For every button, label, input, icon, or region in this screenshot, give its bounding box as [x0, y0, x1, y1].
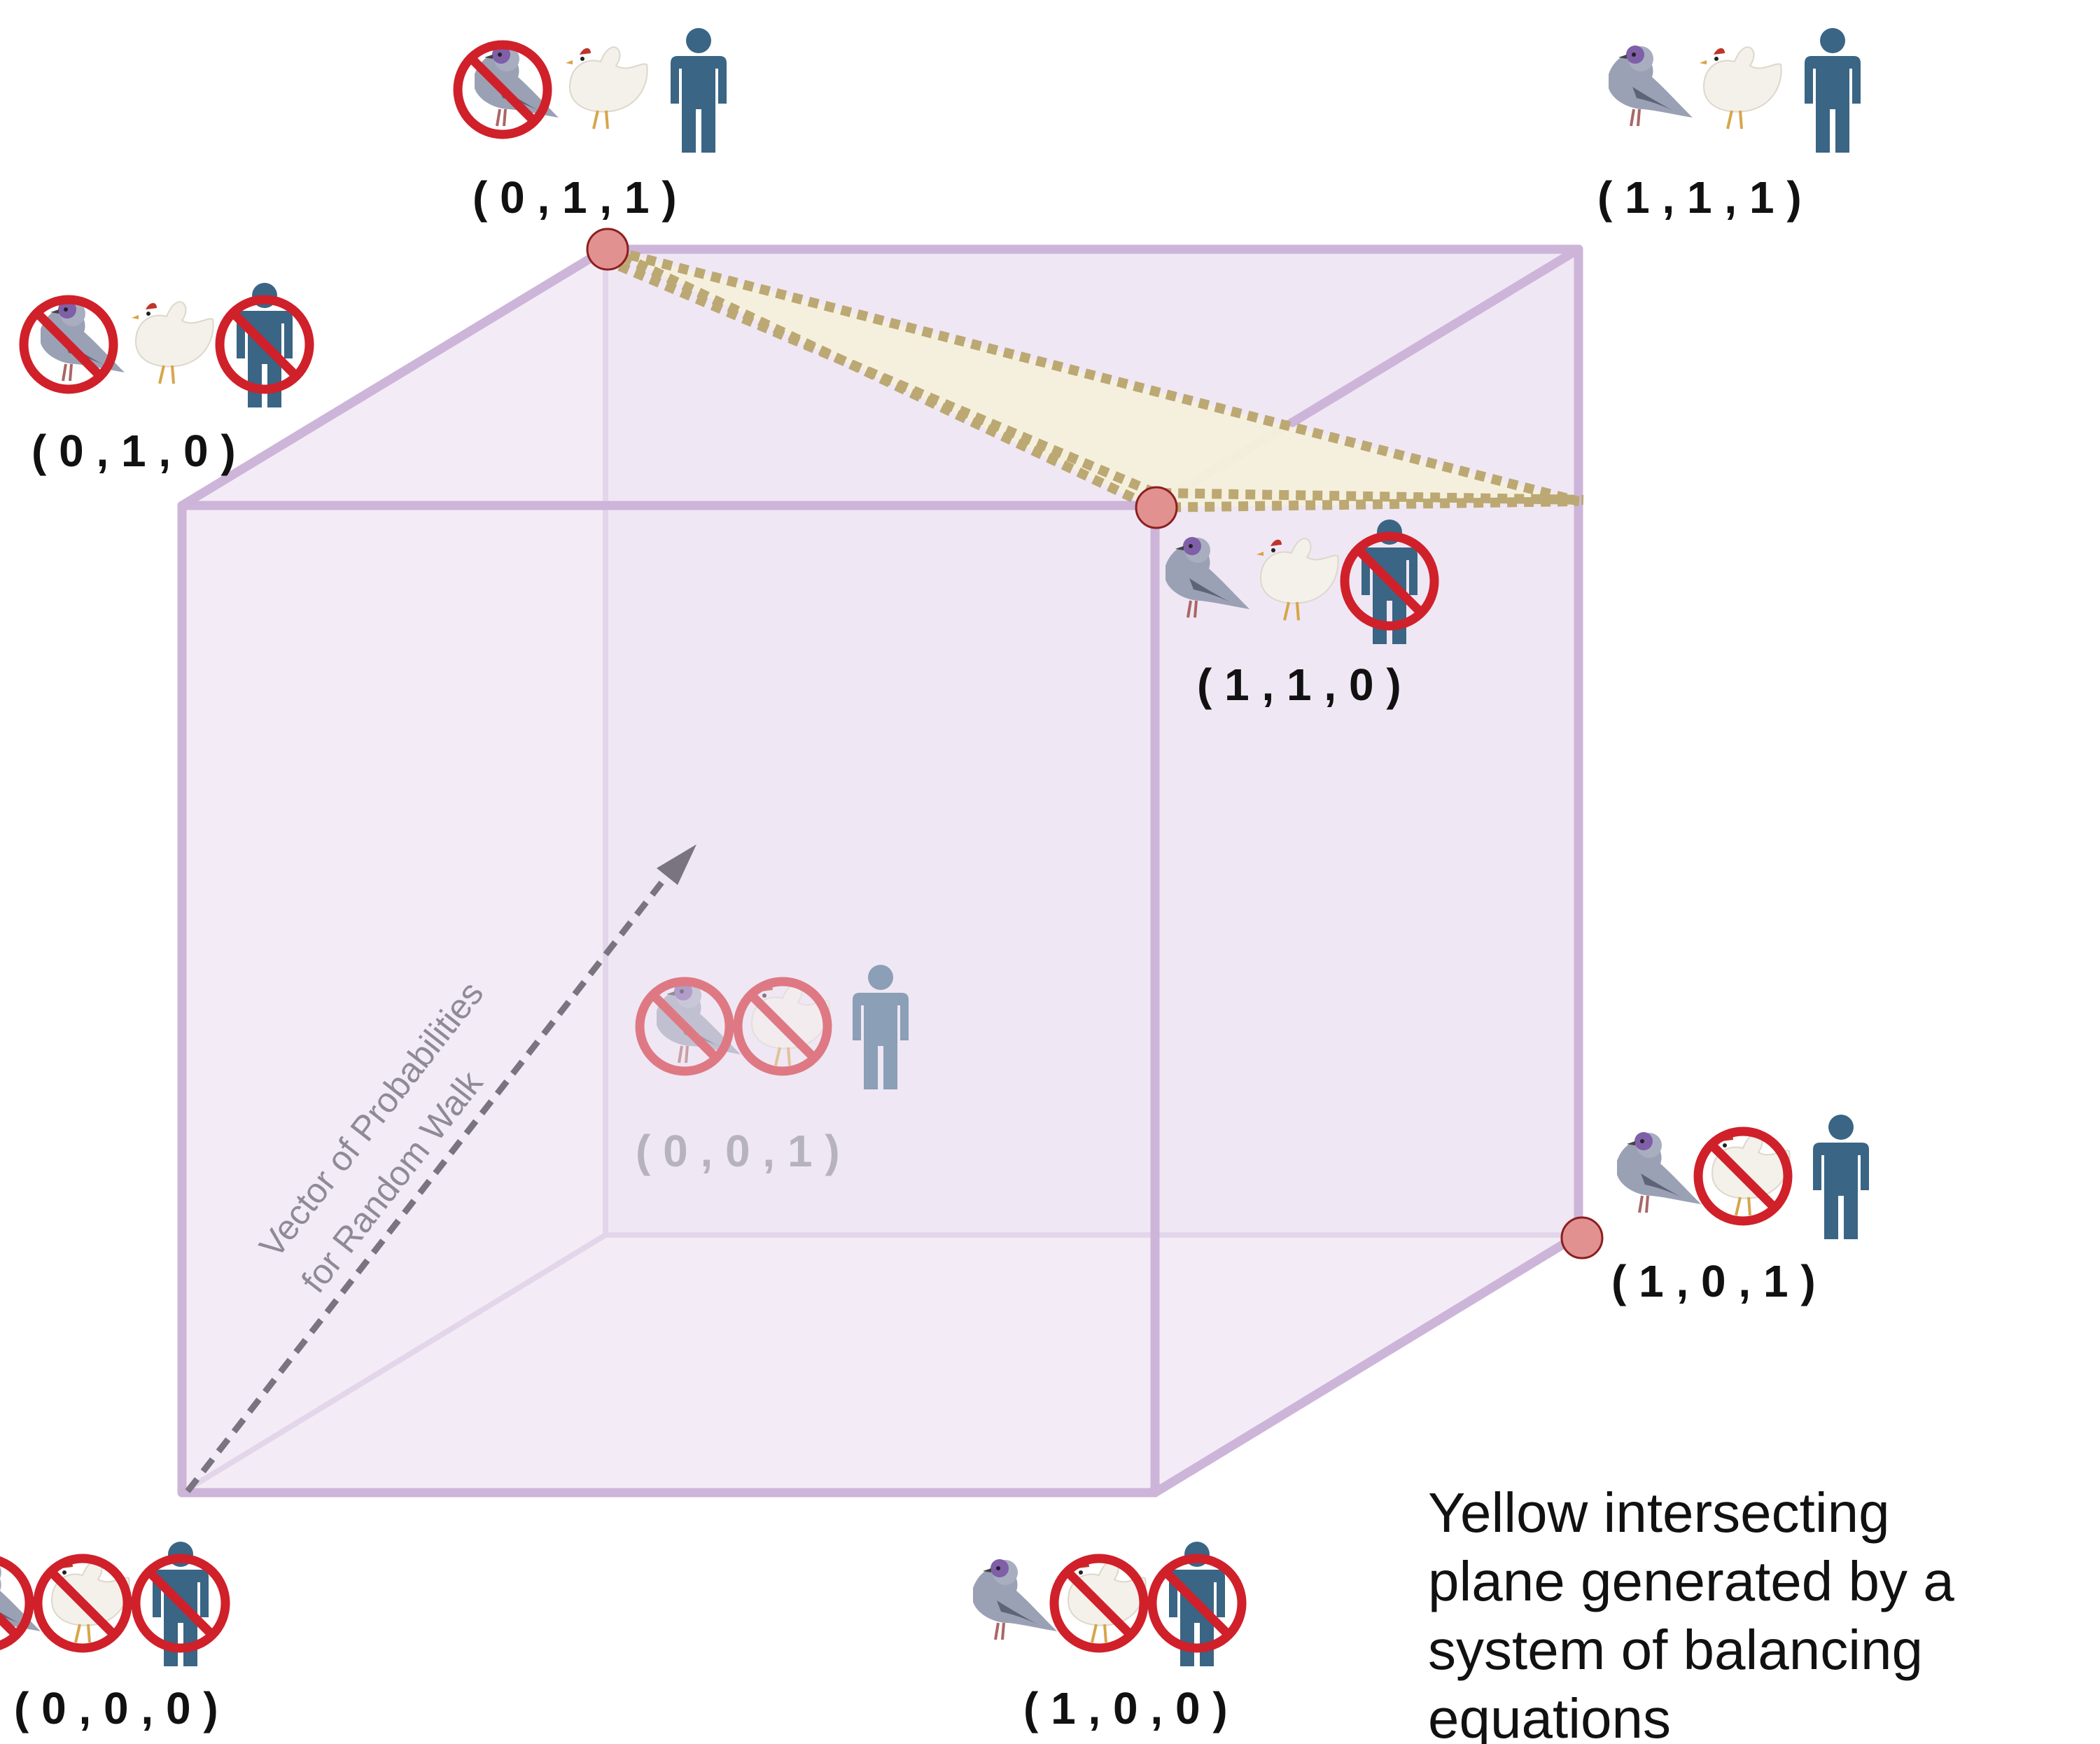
cube-edge	[177, 244, 610, 510]
arrow-shaft	[185, 872, 671, 1493]
vertex-v001: ( 0 , 0 , 1 )	[636, 965, 909, 1176]
person-icon	[1805, 28, 1861, 153]
cube-edge	[1150, 1230, 1583, 1498]
vertex-dot	[1135, 486, 1178, 529]
vertex-coordinate-label: ( 0 , 0 , 1 )	[636, 1126, 840, 1176]
person-icon	[1152, 1542, 1242, 1666]
vertex-coordinate-label: ( 0 , 1 , 1 )	[472, 172, 677, 223]
vertex-v000: ( 0 , 0 , 0 )	[0, 1542, 225, 1733]
chicken-icon	[130, 300, 215, 385]
vertex-v111: ( 1 , 1 , 1 )	[1597, 28, 1861, 223]
intersecting-plane	[606, 244, 1580, 513]
vertex-coordinate-label: ( 1 , 1 , 0 )	[1197, 660, 1401, 710]
pigeon-icon	[972, 1558, 1058, 1641]
vertex-dot	[1560, 1216, 1604, 1260]
chicken-icon	[1054, 1558, 1146, 1648]
person-icon	[136, 1542, 225, 1666]
vertex-coordinate-label: ( 1 , 0 , 1 )	[1611, 1256, 1816, 1306]
cube-hidden-edge	[180, 1232, 608, 1495]
arrow-head	[657, 844, 696, 885]
vertex-coordinate-label: ( 1 , 0 , 0 )	[1023, 1683, 1228, 1733]
chicken-icon	[1698, 46, 1783, 130]
pigeon-icon	[1616, 1131, 1702, 1214]
caption-line: system of balancing	[1428, 1619, 1923, 1681]
caption-line: equations	[1428, 1687, 1671, 1744]
intersecting-plane-edge	[617, 261, 1584, 505]
chicken-icon	[1698, 1131, 1790, 1221]
vertex-v011: ( 0 , 1 , 1 )	[458, 28, 727, 223]
vertex-v100: ( 1 , 0 , 0 )	[972, 1542, 1242, 1733]
caption-line: Yellow intersecting	[1428, 1481, 1890, 1544]
vertex-coordinate-label: ( 0 , 1 , 0 )	[31, 426, 236, 476]
vertex-v010: ( 0 , 1 , 0 )	[24, 283, 309, 476]
pigeon-icon	[24, 300, 126, 389]
vertex-coordinate-label: ( 1 , 1 , 1 )	[1597, 172, 1802, 223]
cube-right-face	[1155, 249, 1578, 1493]
cube-hidden-edges	[180, 249, 1578, 1495]
vertex-labels: ( 0 , 0 , 0 ) ( 1 , 0 , 0 ) ( 0 , 1 , 0 ) (…	[0, 28, 1869, 1733]
person-icon	[220, 283, 309, 407]
vertex-v101: ( 1 , 0 , 1 )	[1611, 1115, 1869, 1306]
caption: Yellow intersecting plane generated by a…	[1428, 1481, 1954, 1744]
chicken-icon	[564, 46, 649, 130]
plane-vertex-dots	[586, 228, 1604, 1260]
caption-line: plane generated by a	[1428, 1550, 1954, 1612]
pigeon-icon	[458, 45, 560, 134]
cube-visible-edges	[177, 244, 1583, 1498]
vertex-v110: ( 1 , 1 , 0 )	[1164, 519, 1434, 710]
vertex-dot	[586, 228, 629, 271]
person-icon	[1813, 1115, 1869, 1239]
vertex-coordinate-label: ( 0 , 0 , 0 )	[14, 1683, 218, 1733]
chicken-icon	[38, 1558, 130, 1648]
pigeon-icon	[1607, 44, 1694, 127]
person-icon	[671, 28, 727, 153]
